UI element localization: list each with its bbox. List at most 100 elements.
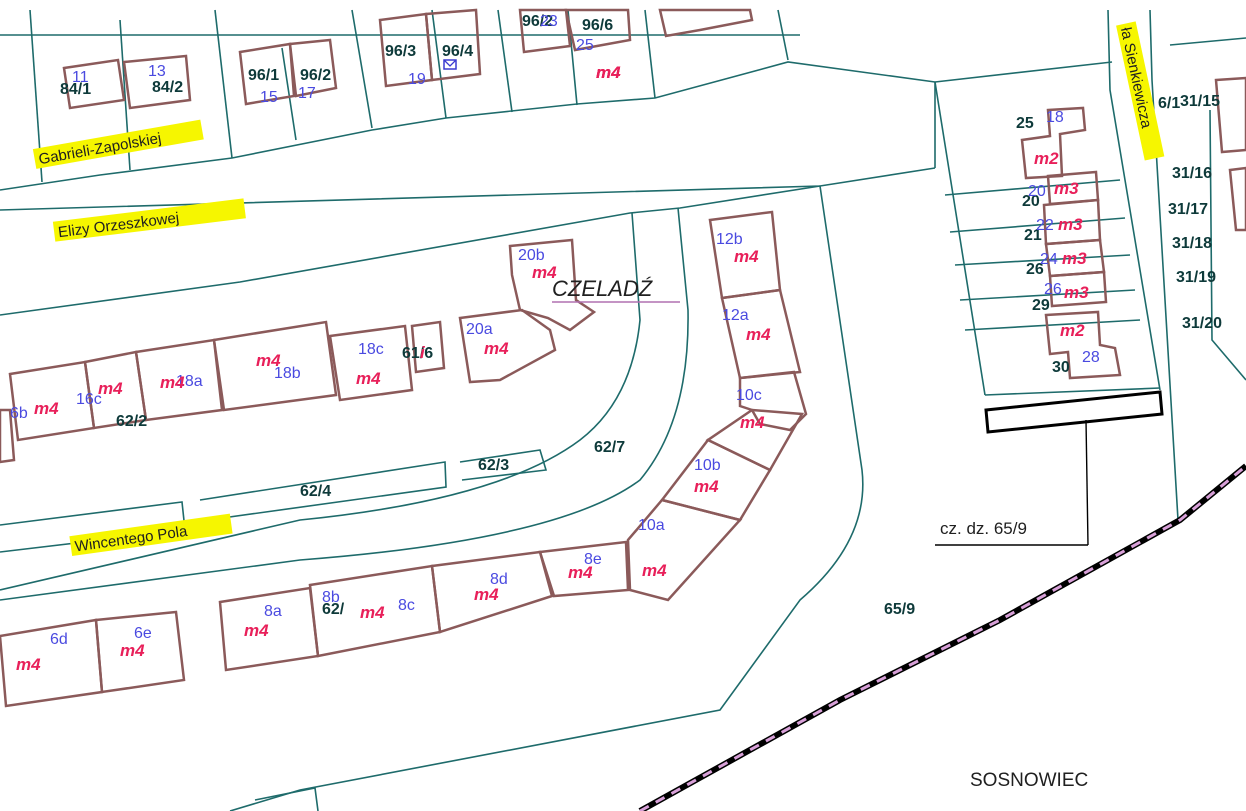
storey-label: m4 xyxy=(484,339,509,358)
parcel-annotation: cz. dz. 65/9 xyxy=(940,519,1027,538)
storey-label: m4 xyxy=(532,263,557,282)
storey-label: m2 xyxy=(1034,149,1059,168)
storey-label: m4 xyxy=(596,63,621,82)
address-number: 8c xyxy=(398,597,415,614)
address-number: 26 xyxy=(1044,281,1062,298)
buildings xyxy=(0,8,1246,708)
address-number: 10c xyxy=(736,387,762,404)
address-number: 8b xyxy=(322,589,340,606)
street-highlight xyxy=(32,119,204,169)
storey-label: m4 xyxy=(120,641,145,660)
plot-number: 96/6 xyxy=(582,17,613,34)
plot-number: 26 xyxy=(1026,261,1044,278)
plot-number: 31/18 xyxy=(1172,235,1212,252)
storey-label: m4 xyxy=(360,603,385,622)
plot-number: 29 xyxy=(1032,297,1050,314)
storey-label: m4 xyxy=(256,351,281,370)
plot-number: 61/6 xyxy=(402,345,433,362)
plot-number: 62/2 xyxy=(116,413,147,430)
plot-number: 62/3 xyxy=(478,457,509,474)
storey-label: m4 xyxy=(160,373,185,392)
storey-label: m4 xyxy=(244,621,269,640)
plot-number: 62/4 xyxy=(300,483,331,500)
address-number: 6d xyxy=(50,631,68,648)
storey-label: m3 xyxy=(1054,179,1079,198)
storey-label: m4 xyxy=(740,413,765,432)
city-boundary xyxy=(638,463,1246,811)
address-number: 18 xyxy=(1046,109,1064,126)
address-number: 15 xyxy=(260,89,278,106)
plot-number: 6/1 xyxy=(1158,95,1180,112)
plot-number: 96/3 xyxy=(385,43,416,60)
address-number: 12a xyxy=(722,307,749,324)
storey-label: i xyxy=(420,343,426,362)
address-number: 8e xyxy=(584,551,602,568)
address-number: 6b xyxy=(10,405,28,422)
address-number: 10a xyxy=(638,517,665,534)
address-number: 10b xyxy=(694,457,721,474)
storey-label: m4 xyxy=(694,477,719,496)
plot-number: 20 xyxy=(1022,193,1040,210)
plot-number: 96/1 xyxy=(248,67,279,84)
highlighted-parcel xyxy=(984,390,1164,434)
plot-numbers: 84/1 84/2 96/1 96/2 96/3 96/4 96/2 96/6 … xyxy=(60,13,1222,618)
plot-number: 84/1 xyxy=(60,81,91,98)
address-numbers: 11 13 15 17 19 23 25 18 20 22 24 26 28 1… xyxy=(10,13,1100,648)
address-number: 18a xyxy=(176,373,203,390)
storey-label: m4 xyxy=(746,325,771,344)
address-number: 13 xyxy=(148,63,166,80)
plot-number: 31/20 xyxy=(1182,315,1222,332)
storey-label: m2 xyxy=(1060,321,1085,340)
storey-label: m3 xyxy=(1062,249,1087,268)
storey-label: m3 xyxy=(1058,215,1083,234)
plot-number: 84/2 xyxy=(152,79,183,96)
storey-label: m4 xyxy=(596,63,621,82)
storey-label: m4 xyxy=(734,247,759,266)
annotation-leader xyxy=(1085,419,1089,546)
plot-number: 96/4 xyxy=(442,43,473,60)
plot-number: 96/2 xyxy=(522,13,553,30)
address-number: 20b xyxy=(518,247,545,264)
city-label: CZELADŹ xyxy=(552,276,654,301)
storey-label: m4 xyxy=(568,563,593,582)
storey-label: m4 xyxy=(356,369,381,388)
address-number: 12b xyxy=(716,231,743,248)
street-highlight xyxy=(69,513,233,557)
plot-number: 31/19 xyxy=(1176,269,1216,286)
address-number: 24 xyxy=(1040,251,1058,268)
address-number: 18c xyxy=(358,341,384,358)
plot-number: 31/15 xyxy=(1180,93,1220,110)
street-label: Gabrieli-Zapolskiej xyxy=(37,130,162,168)
address-number: 25 xyxy=(576,37,594,54)
address-number: 8a xyxy=(264,603,282,620)
region-label: SOSNOWIEC xyxy=(970,770,1088,791)
address-number: 20a xyxy=(466,321,493,338)
storey-label: m4 xyxy=(474,585,499,604)
storey-label: m4 xyxy=(596,63,621,82)
address-number: 6e xyxy=(134,625,152,642)
plot-number: 96/2 xyxy=(300,67,331,84)
address-number: 22 xyxy=(1036,217,1054,234)
address-number: 23 xyxy=(540,13,558,30)
plot-number: 31/17 xyxy=(1168,201,1208,218)
plot-number: 21 xyxy=(1024,227,1042,244)
address-number: 20 xyxy=(1028,183,1046,200)
address-number: 18b xyxy=(274,365,301,382)
address-number: 28 xyxy=(1082,349,1100,366)
storey-label: m4 xyxy=(642,561,667,580)
address-number: 16c xyxy=(76,391,102,408)
address-number: 19 xyxy=(408,71,426,88)
storey-labels: m4 m2 m3 m3 m3 m3 m2 m4 m4 m4 m4 m4 m4 m… xyxy=(16,63,1089,674)
storey-label: m4 xyxy=(16,655,41,674)
street-highlight xyxy=(52,198,246,242)
plot-number: 30 xyxy=(1052,359,1070,376)
address-number: 17 xyxy=(298,85,316,102)
post-office-icon xyxy=(443,59,457,70)
plot-number: 62/ xyxy=(322,601,345,618)
plot-number: 65/9 xyxy=(884,601,915,618)
storey-label: m4 xyxy=(98,379,123,398)
storey-label: m3 xyxy=(1064,283,1089,302)
street-highlight xyxy=(1116,21,1165,161)
street-label: ła Sienkiewicza xyxy=(1117,26,1155,130)
